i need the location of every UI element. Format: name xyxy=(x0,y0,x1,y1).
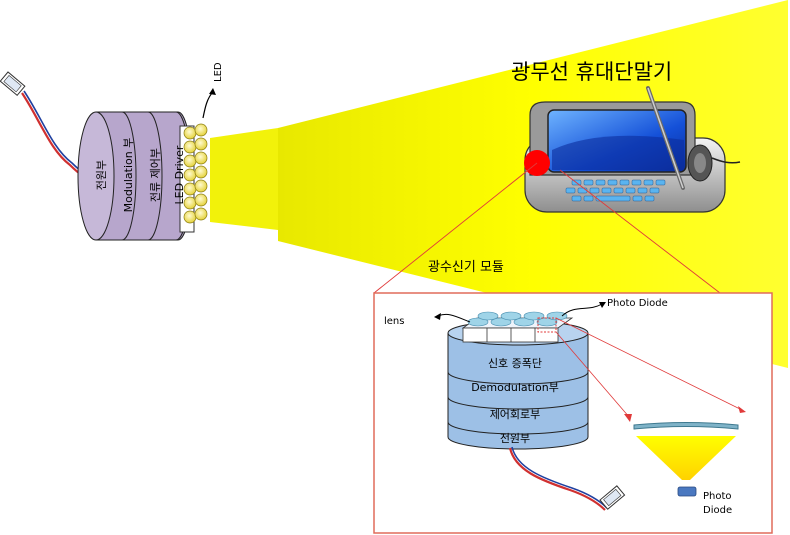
photo-diode-label: Photo Diode xyxy=(607,298,668,309)
zoom-line-left xyxy=(373,162,538,294)
transmitter-layer-modulation: Modulation 부 xyxy=(122,137,135,213)
detail-lens xyxy=(633,422,739,430)
detail-light-cone xyxy=(636,436,736,480)
receiver-layer-amplifier: 신호 증폭단 xyxy=(487,357,543,370)
transmitter-cylinder xyxy=(77,111,193,241)
detail-diode-label: Diode xyxy=(703,505,733,516)
led-pointer-arrow xyxy=(202,91,214,119)
mobile-terminal-icon xyxy=(524,86,741,213)
transmitter-plug-icon xyxy=(0,71,26,97)
photo-diode-array xyxy=(461,311,574,343)
receiver-layer-power: 전원부 xyxy=(499,432,531,445)
receiver-plug-icon xyxy=(599,485,626,510)
diagram-title: 광무선 휴대단말기 xyxy=(511,60,673,84)
zoom-line-right xyxy=(559,169,721,294)
module-label: 광수신기 모듈 xyxy=(428,260,504,275)
lens-label: lens xyxy=(384,316,405,327)
transmitter-layer-power: 전원부 xyxy=(95,159,108,191)
detail-photo-label: Photo xyxy=(703,491,732,502)
led-beam-short xyxy=(210,128,278,230)
detail-line-bottom xyxy=(555,331,631,419)
photo-diode-pointer-arrow xyxy=(561,303,603,317)
detail-line-top xyxy=(555,317,743,411)
transmitter-layer-led-driver: LED Driver xyxy=(173,145,186,205)
receiver-layer-control-circuit: 제어회로부 xyxy=(489,408,541,421)
receiver-layer-demodulation: Demodulation부 xyxy=(471,381,559,394)
transmitter-layer-current-control: 전류 제어부 xyxy=(149,147,162,203)
receiver-cable xyxy=(508,447,606,511)
led-array xyxy=(179,123,208,233)
led-label: LED xyxy=(213,62,224,82)
detail-photo-diode-icon xyxy=(677,486,697,497)
